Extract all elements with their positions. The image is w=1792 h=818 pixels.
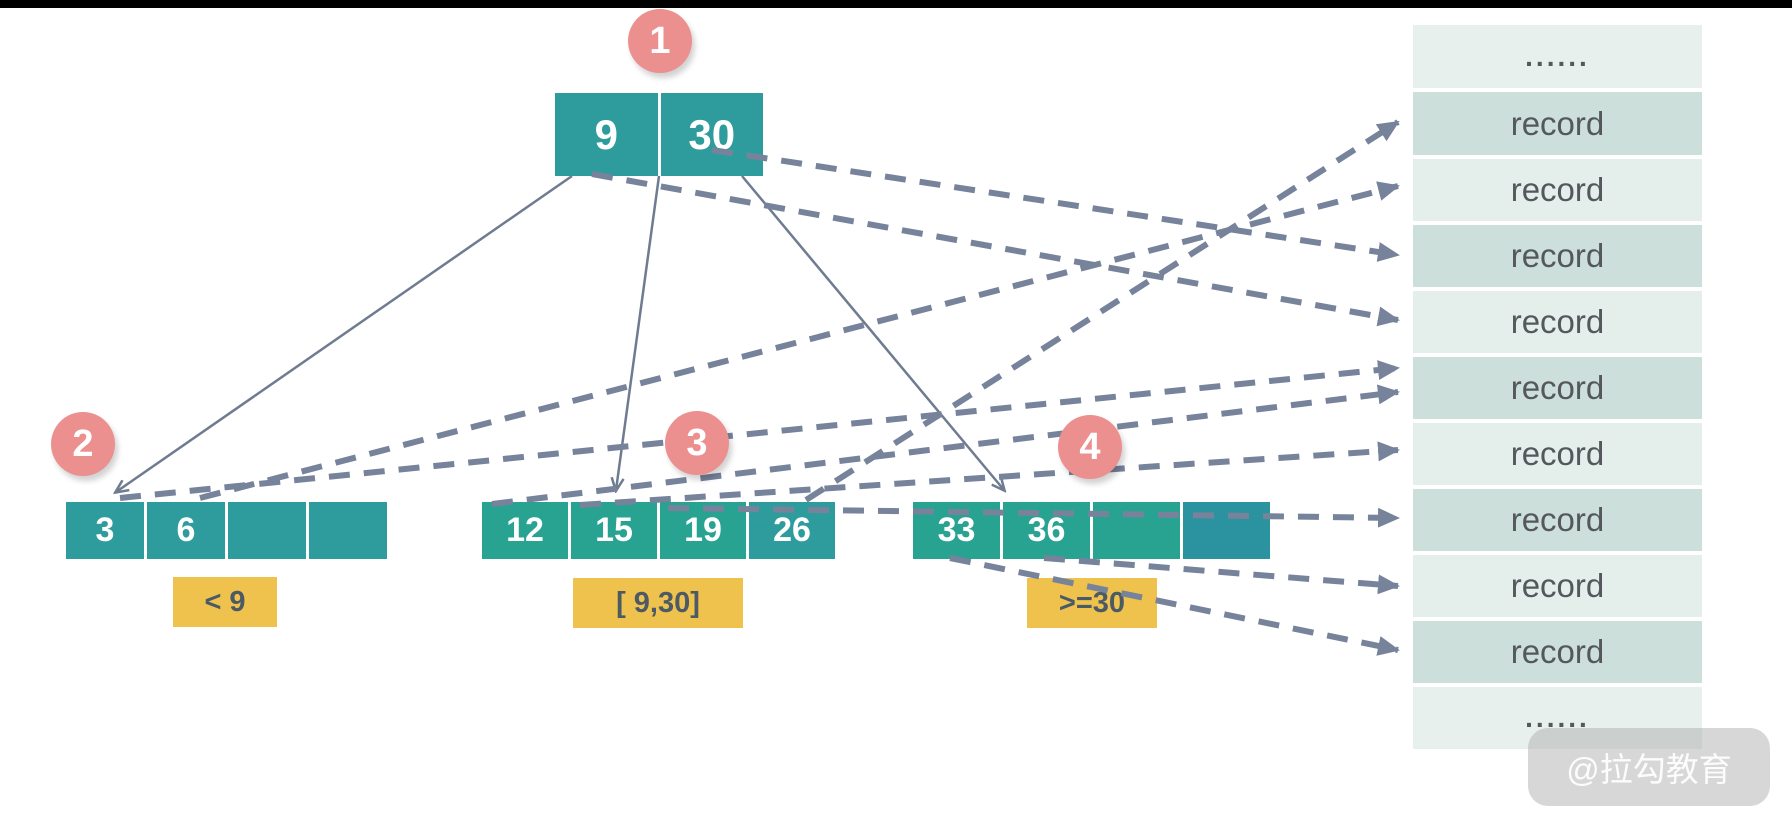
edge-root-to-node3 <box>616 175 661 490</box>
leaf-key-cell: 12 <box>482 502 568 559</box>
root-node: 9 30 <box>555 93 763 176</box>
root-key-cell: 30 <box>660 93 763 176</box>
leaf-key-cell-empty <box>228 502 306 559</box>
record-ellipsis-top: ...... <box>1413 25 1702 88</box>
page-badge-3: 3 <box>665 411 729 475</box>
leaf-key-cell: 36 <box>1003 502 1090 559</box>
edge-root-to-node4 <box>741 175 1004 490</box>
page-badge-2: 2 <box>51 412 115 476</box>
leaf-key-cell: 26 <box>749 502 835 559</box>
record-row: record <box>1413 423 1702 485</box>
record-row: record <box>1413 92 1702 155</box>
record-row: record <box>1413 225 1702 287</box>
range-label-less-than-9: < 9 <box>173 577 277 627</box>
record-row: record <box>1413 159 1702 221</box>
tree-edges <box>116 174 1004 492</box>
pointer-key9-to-record <box>591 171 1400 327</box>
pointer-key33-to-record <box>949 555 1400 656</box>
pointer-key3-to-record <box>119 360 1400 501</box>
root-key-cell: 9 <box>555 93 658 176</box>
top-border-bar <box>0 0 1792 8</box>
pointer-key6-to-record <box>199 181 1400 501</box>
leaf-key-cell-empty <box>1093 502 1180 559</box>
page-badge-4: 4 <box>1058 415 1122 479</box>
record-row: record <box>1413 489 1702 551</box>
record-row: record <box>1413 555 1702 617</box>
leaf-key-cell-empty <box>309 502 387 559</box>
leaf-key-cell: 15 <box>571 502 657 559</box>
leaf-node-3: 12 15 19 26 <box>482 502 835 559</box>
pointer-key12-to-record <box>491 384 1400 507</box>
leaf-key-cell-empty <box>1183 502 1270 559</box>
record-pointer-arrows <box>119 119 1400 656</box>
range-label-9-to-30: [ 9,30] <box>573 578 743 628</box>
record-row: record <box>1413 357 1702 419</box>
leaf-key-cell: 33 <box>913 502 1000 559</box>
leaf-key-cell: 19 <box>660 502 746 559</box>
record-row: record <box>1413 621 1702 683</box>
record-row: record <box>1413 291 1702 353</box>
edge-root-to-node2 <box>116 174 573 492</box>
pointer-key30-to-record <box>711 147 1400 262</box>
leaf-node-2: 3 6 <box>66 502 387 559</box>
leaf-key-cell: 6 <box>147 502 225 559</box>
page-badge-1: 1 <box>628 9 692 73</box>
range-label-gte-30: >=30 <box>1027 578 1157 628</box>
leaf-key-cell: 3 <box>66 502 144 559</box>
lagou-watermark: @拉勾教育 <box>1528 728 1770 806</box>
leaf-node-4: 33 36 <box>913 502 1270 559</box>
